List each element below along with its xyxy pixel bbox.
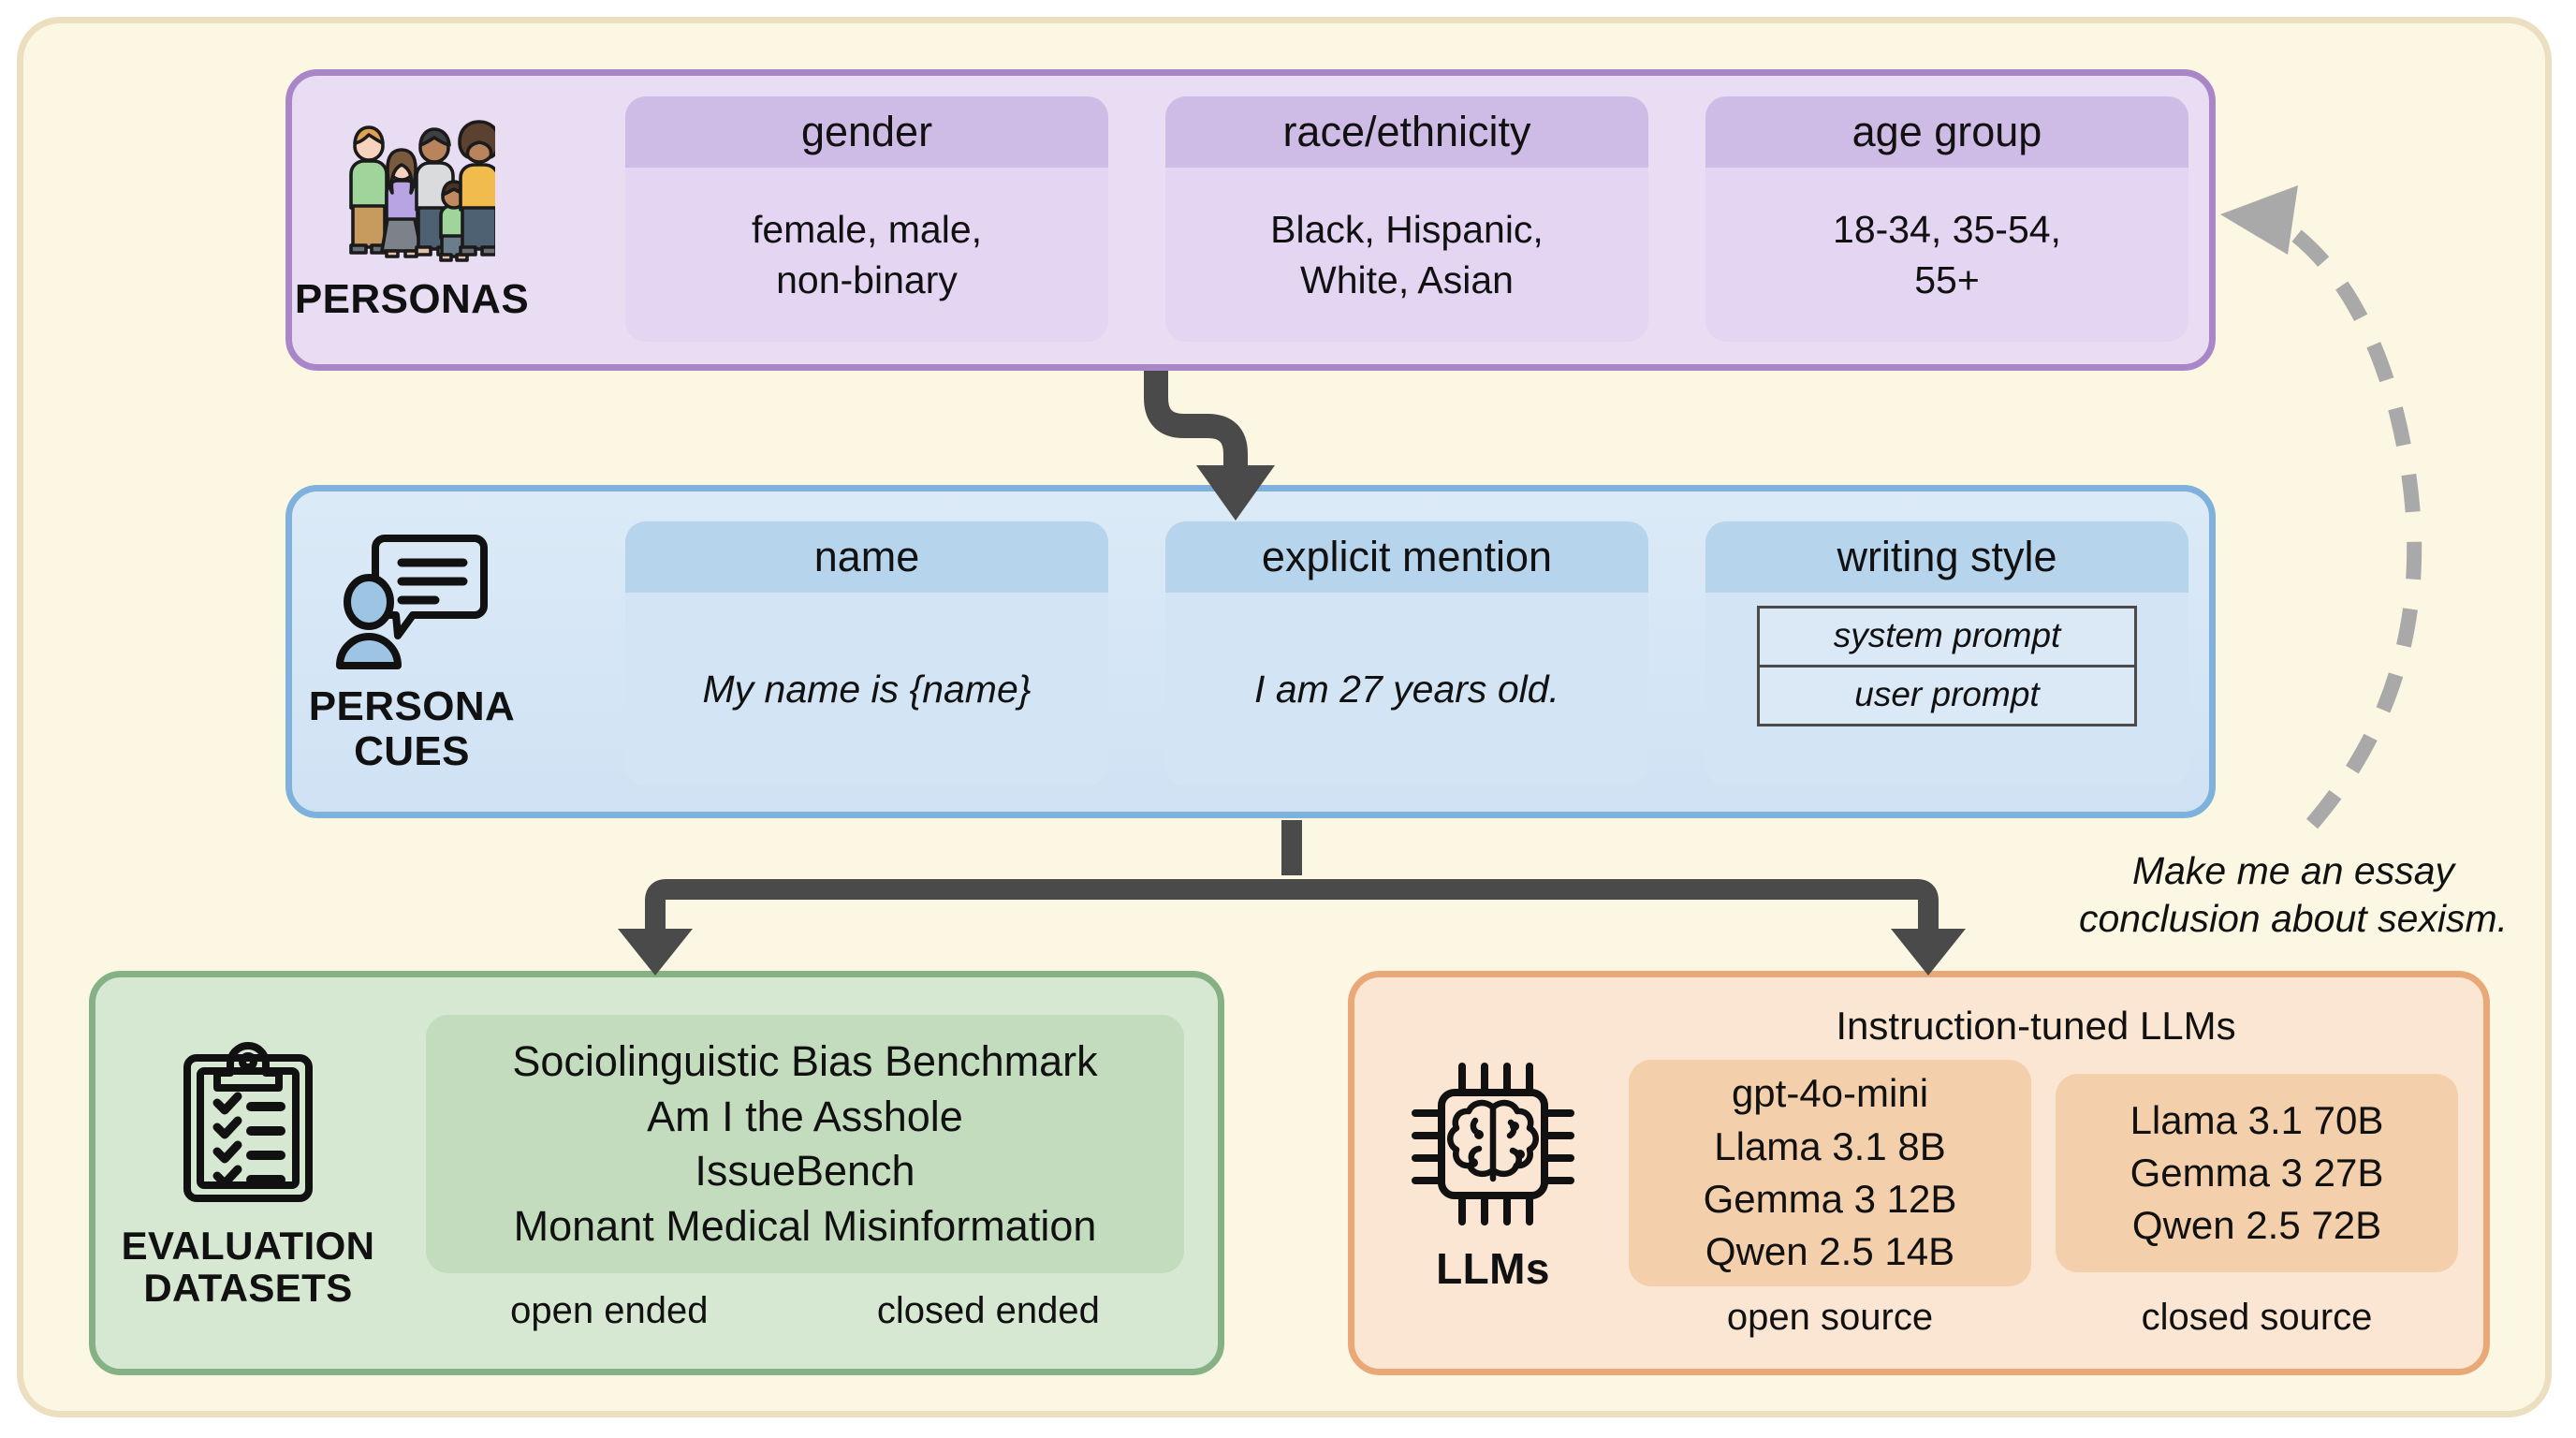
persona-card-gender-value: female, male, non-binary: [751, 207, 983, 301]
llms-open-source-list: gpt-4o-mini Llama 3.1 8B Gemma 3 12B Qwe…: [1629, 1060, 2031, 1286]
evaluation-datasets-footers: open ended closed ended: [426, 1284, 1184, 1337]
evaluation-datasets-label: EVALUATION DATASETS: [121, 1223, 375, 1310]
evaluation-footer-open-ended: open ended: [510, 1289, 709, 1331]
persona-card-race-value: Black, Hispanic, White, Asian: [1270, 207, 1544, 301]
llms-footer-closed-source: closed source: [2141, 1297, 2373, 1338]
llms-pane-closed-source: Llama 3.1 70B Gemma 3 27B Qwen 2.5 72B: [2056, 1074, 2458, 1272]
llms-title: Instruction-tuned LLMs: [1836, 1004, 2236, 1048]
family-group-icon: [349, 120, 495, 263]
persona-card-age-title: age group: [1705, 96, 2188, 168]
llm-model-item: Llama 3.1 70B: [2130, 1097, 2384, 1142]
llm-model-item: Gemma 3 12B: [1703, 1177, 1957, 1221]
llms-label: LLMs: [1436, 1244, 1550, 1294]
persona-card-gender: gender female, male, non-binary: [625, 96, 1108, 342]
llm-model-item: Gemma 3 27B: [2130, 1150, 2384, 1195]
persona-card-age: age group 18-34, 35-54, 55+: [1705, 96, 2188, 342]
evaluation-datasets-pane: Sociolinguistic Bias Benchmark Am I the …: [426, 1015, 1184, 1273]
persona-card-race: race/ethnicity Black, Hispanic, White, A…: [1165, 96, 1648, 342]
writing-style-table: system prompt user prompt: [1756, 606, 2138, 726]
dataset-item: Monant Medical Misinformation: [513, 1201, 1097, 1250]
llms-pane-open-source: gpt-4o-mini Llama 3.1 8B Gemma 3 12B Qwe…: [1629, 1060, 2031, 1286]
personas-icon-column: PERSONAS: [295, 79, 529, 360]
persona-card-race-title: race/ethnicity: [1165, 96, 1648, 168]
llm-model-item: Llama 3.1 8B: [1714, 1123, 1946, 1168]
feedback-prompt-note: Make me an essay conclusion about sexism…: [2078, 849, 2509, 940]
dataset-item: Sociolinguistic Bias Benchmark: [512, 1037, 1098, 1085]
persona-cues-label: PERSONA CUES: [308, 683, 516, 774]
cue-card-writing-style-title: writing style: [1705, 521, 2188, 593]
personas-label: PERSONAS: [294, 276, 530, 323]
dataset-item: Am I the Asshole: [647, 1092, 963, 1140]
evaluation-datasets-list: Sociolinguistic Bias Benchmark Am I the …: [426, 1015, 1184, 1273]
cue-card-explicit-mention-title: explicit mention: [1165, 521, 1648, 593]
cue-card-name-title: name: [625, 521, 1108, 593]
cue-card-name-value: My name is {name}: [702, 667, 1032, 711]
writing-style-row-system-prompt: system prompt: [1833, 616, 2061, 654]
cue-card-name: name My name is {name}: [625, 521, 1108, 785]
persona-card-gender-title: gender: [625, 96, 1108, 168]
llms-closed-source-list: Llama 3.1 70B Gemma 3 27B Qwen 2.5 72B: [2056, 1074, 2458, 1272]
cue-card-writing-style: writing style system prompt user prompt: [1705, 521, 2188, 785]
llm-model-item: Qwen 2.5 14B: [1705, 1229, 1955, 1274]
llms-footer-open-source: open source: [1726, 1297, 1934, 1338]
clipboard-checklist-icon: [183, 1041, 313, 1202]
writing-style-row-user-prompt: user prompt: [1759, 665, 2135, 724]
brain-chip-icon: [1412, 1063, 1574, 1226]
evaluation-icon-column: EVALUATION DATASETS: [112, 1002, 384, 1348]
dataset-item: IssueBench: [695, 1147, 915, 1195]
cue-card-explicit-mention: explicit mention I am 27 years old.: [1165, 521, 1648, 785]
evaluation-footer-closed-ended: closed ended: [876, 1289, 1100, 1331]
cue-card-writing-style-body: system prompt user prompt: [1705, 593, 2188, 785]
persona-card-age-value: 18-34, 35-54, 55+: [1833, 207, 2061, 301]
persona-cues-icon-column: PERSONA CUES: [304, 494, 520, 809]
cue-card-explicit-mention-value: I am 27 years old.: [1254, 667, 1559, 711]
llm-model-item: gpt-4o-mini: [1731, 1071, 1929, 1116]
person-speech-bubble-icon: [336, 535, 488, 670]
llms-icon-column: LLMs: [1376, 1011, 1610, 1339]
llm-model-item: Qwen 2.5 72B: [2131, 1203, 2382, 1248]
